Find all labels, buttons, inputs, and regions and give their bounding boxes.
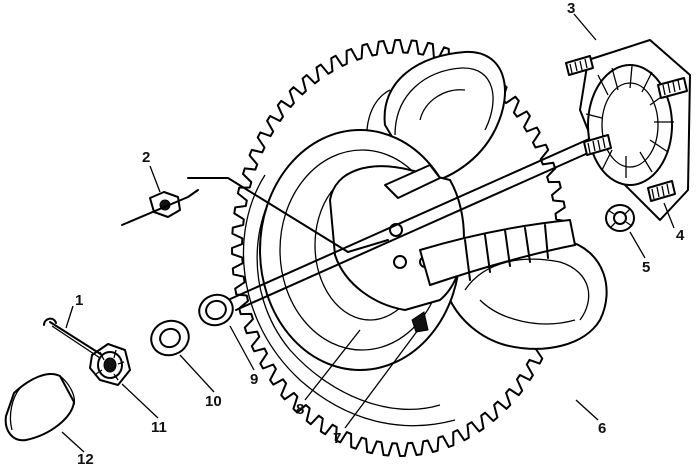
washer <box>198 293 234 327</box>
callout-4: 4 <box>676 227 685 244</box>
callout-labels: 1 2 3 4 5 6 7 8 9 10 11 12 <box>75 0 685 466</box>
spacer-washer <box>150 319 190 357</box>
leader-lines <box>61 13 675 453</box>
callout-2: 2 <box>142 149 150 166</box>
callout-1: 1 <box>75 292 83 309</box>
wheel-stud <box>647 180 676 202</box>
callout-9: 9 <box>250 371 258 388</box>
cotter-pin <box>43 317 103 359</box>
callout-11: 11 <box>151 419 167 436</box>
wheel-rim <box>259 129 576 371</box>
axle-shaft <box>227 134 607 311</box>
dust-cap <box>4 373 76 442</box>
callout-3: 3 <box>567 0 575 17</box>
callout-8: 8 <box>296 401 304 418</box>
lug-nut <box>605 204 635 232</box>
wheel-stud <box>583 134 612 156</box>
hex-nut <box>121 177 389 253</box>
wheel-stud <box>565 55 594 76</box>
callout-10: 10 <box>205 393 222 410</box>
wheel-stud <box>657 77 688 99</box>
callout-5: 5 <box>642 259 650 276</box>
callout-6: 6 <box>598 420 606 437</box>
callout-12: 12 <box>77 451 94 466</box>
callout-7: 7 <box>333 430 341 447</box>
hub <box>565 39 691 221</box>
